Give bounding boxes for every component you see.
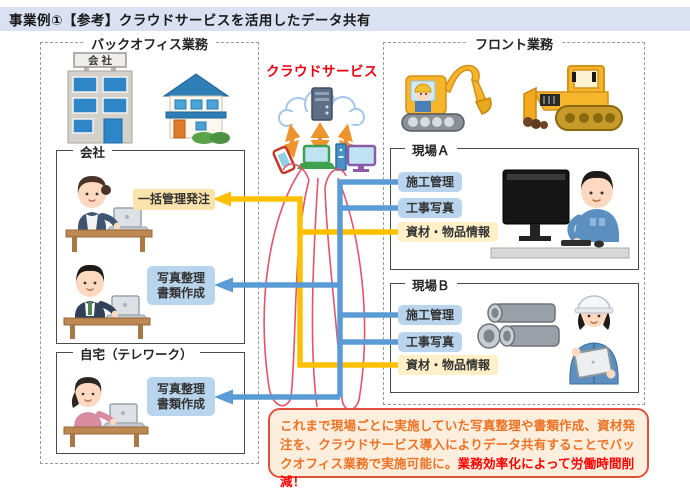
red-loop-lines — [263, 163, 366, 411]
note-highlight-text: 業務効率化によって労働時間削減！ — [280, 456, 635, 488]
note-main-text: これまで現場ごとに実施していた写真整理や書類作成、資材発注を、クラウドサービス導… — [280, 419, 636, 471]
home-box-label: 自宅（テレワーク） — [73, 344, 200, 363]
office-worker-at-laptop-illustration — [65, 176, 153, 252]
tag-line: 書類作成 — [156, 396, 205, 411]
cloud-service-label: クラウドサービス — [266, 64, 378, 79]
office-man-at-laptop-illustration — [63, 264, 151, 339]
tag-batch-order: 一括管理発注 — [133, 189, 215, 210]
tag-site-b-construction-mgmt: 施工管理 — [398, 305, 462, 325]
telework-woman-at-laptop-illustration — [63, 377, 149, 447]
tag-line: 写真整理 — [156, 270, 205, 285]
site-a-label: 現場Ａ — [405, 140, 457, 159]
company-box-label: 会社 — [73, 142, 113, 161]
site-b-label: 現場Ｂ — [405, 275, 457, 294]
tag-line: 書類作成 — [156, 285, 205, 300]
desktop-pc-icon — [335, 143, 377, 172]
site-worker-at-desktop-illustration — [490, 169, 630, 259]
tag-text: 資材・物品情報 — [405, 224, 490, 239]
server-icon — [311, 87, 333, 121]
house-illustration — [162, 73, 230, 144]
tag-text: 資材・物品情報 — [405, 357, 490, 372]
tag-site-a-construction-mgmt: 施工管理 — [398, 172, 462, 192]
building-sign-text: 会 社 — [88, 54, 112, 67]
front-group: フロント業務 — [383, 34, 645, 405]
laptop-icon — [297, 144, 336, 169]
tag-site-b-construction-photos: 工事写真 — [398, 332, 462, 352]
tag-text: 施工管理 — [405, 307, 454, 322]
tag-text: 施工管理 — [405, 174, 454, 189]
tag-site-a-construction-photos: 工事写真 — [398, 198, 462, 218]
tag-site-a-materials-info: 資材・物品情報 — [398, 222, 498, 242]
summary-note-box: これまで現場ごとに実施していた写真整理や書類作成、資材発注を、クラウドサービス導… — [268, 408, 649, 488]
tag-text: 工事写真 — [405, 200, 454, 215]
tag-text: 工事写真 — [405, 334, 454, 349]
tag-site-b-materials-info: 資材・物品情報 — [398, 355, 498, 375]
page-title: 事業例①【参考】クラウドサービスを活用したデータ共有 — [9, 13, 371, 28]
pipes-illustration — [477, 303, 560, 349]
tag-line: 写真整理 — [156, 381, 205, 396]
back-office-label: バックオフィス業務 — [83, 34, 216, 53]
cloud-server-illustration — [272, 87, 377, 175]
excavator-illustration — [401, 64, 492, 132]
bulldozer-illustration — [523, 65, 623, 131]
front-label: フロント業務 — [466, 34, 562, 53]
tag-home-photo-doc: 写真整理 書類作成 — [147, 377, 215, 416]
tag-batch-order-text: 一括管理発注 — [137, 192, 210, 206]
title-bar: 事業例①【参考】クラウドサービスを活用したデータ共有 — [0, 7, 690, 31]
office-building-illustration: 会 社 — [67, 52, 133, 144]
site-worker-with-tablet-illustration — [569, 295, 619, 385]
tag-company-photo-doc: 写真整理 書類作成 — [147, 266, 215, 305]
